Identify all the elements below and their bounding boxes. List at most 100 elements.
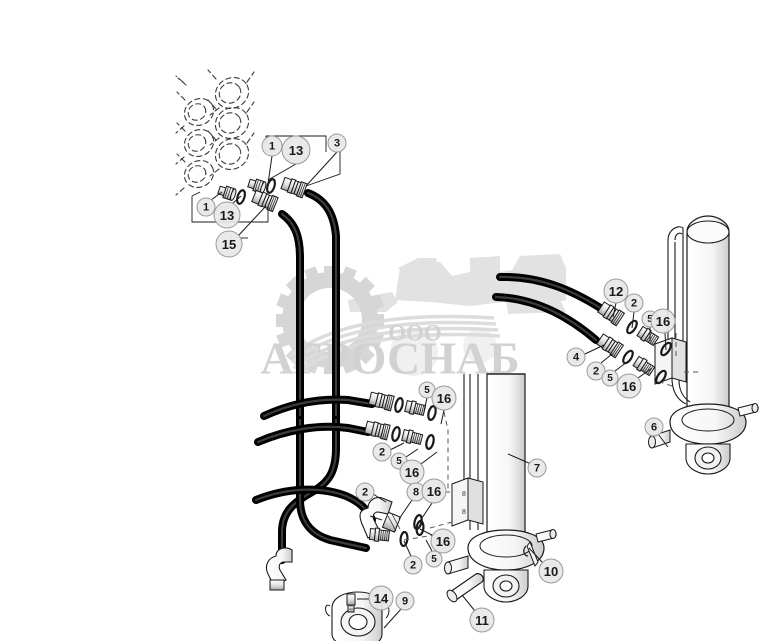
callout-bubble[interactable]	[431, 385, 457, 411]
callout-5[interactable]: 5	[601, 361, 628, 387]
oring-center-1	[392, 396, 406, 414]
callout-bubble[interactable]	[403, 555, 423, 575]
callout-3[interactable]: 3	[305, 133, 347, 187]
callout-bubble[interactable]	[616, 373, 642, 399]
svg-text:8: 8	[462, 491, 466, 498]
callout-13[interactable]: 13	[267, 135, 311, 181]
callout-bubble[interactable]	[421, 478, 447, 504]
callout-16[interactable]: 16	[399, 451, 438, 485]
assembly-dash-right	[653, 330, 700, 387]
callout-leader-line	[420, 451, 438, 465]
callout-label: 5	[431, 554, 437, 565]
callout-label: 16	[437, 391, 451, 406]
callout-leader-line	[267, 163, 297, 181]
callout-7[interactable]: 7	[507, 453, 547, 478]
callout-16[interactable]: 16	[419, 478, 447, 522]
callout-bubble[interactable]	[538, 558, 564, 584]
callout-label: 12	[609, 284, 623, 299]
callout-4[interactable]: 4	[566, 344, 605, 367]
callout-leader-line	[389, 442, 405, 451]
callout-1[interactable]: 1	[196, 191, 223, 217]
callout-15[interactable]: 15	[215, 205, 267, 258]
callout-leader-line	[528, 547, 544, 564]
callout-5[interactable]: 5	[425, 539, 443, 568]
callout-8[interactable]: 8	[398, 482, 426, 520]
fitting-center-2	[363, 419, 391, 441]
callout-bubble[interactable]	[213, 201, 241, 229]
callout-label: 15	[222, 237, 236, 252]
callout-1[interactable]: 1	[261, 135, 283, 185]
callout-label: 2	[379, 447, 385, 459]
callout-13[interactable]: 13	[213, 195, 242, 229]
callout-9[interactable]: 9	[383, 591, 415, 629]
callout-2[interactable]: 2	[586, 353, 613, 381]
callout-bubble[interactable]	[527, 458, 547, 478]
callout-12[interactable]: 12	[603, 278, 629, 318]
oring-part-2c	[389, 425, 403, 443]
callout-16[interactable]: 16	[616, 367, 653, 399]
callout-bubble[interactable]	[395, 591, 415, 611]
callout-label: 14	[374, 591, 389, 606]
callout-bubble[interactable]	[644, 417, 664, 437]
hose-fitting-part-15	[250, 188, 279, 213]
callout-2[interactable]: 2	[403, 540, 423, 575]
callout-label: 5	[396, 456, 402, 467]
callout-bubble[interactable]	[196, 197, 216, 217]
callout-bubble[interactable]	[425, 550, 443, 568]
callout-2[interactable]: 2	[355, 482, 387, 503]
callout-bubble[interactable]	[601, 369, 619, 387]
callout-bubble[interactable]	[372, 442, 392, 462]
callout-leader-line	[637, 367, 653, 379]
callout-leader-line	[664, 332, 667, 351]
callout-leader-line	[419, 502, 433, 522]
callout-leader-line	[440, 409, 445, 425]
callout-label: 16	[405, 465, 419, 480]
callout-6[interactable]: 6	[644, 417, 669, 448]
callout-leader-line	[383, 608, 402, 629]
callout-bubble[interactable]	[469, 607, 495, 633]
callout-bubble[interactable]	[624, 293, 644, 313]
elbow-assembly-lower	[368, 515, 426, 548]
callout-leader-line	[600, 353, 613, 364]
retaining-rod-part-10	[523, 540, 539, 568]
oring-part-2b	[620, 348, 636, 366]
callout-2[interactable]: 2	[372, 442, 405, 462]
callout-bubble[interactable]	[215, 230, 243, 258]
hydraulic-hose-right-b	[492, 293, 600, 344]
callout-bubble[interactable]	[355, 482, 375, 502]
elbow-assembly-part-8	[359, 496, 425, 539]
oring-part-13b	[234, 188, 248, 206]
callout-10[interactable]: 10	[528, 547, 564, 584]
callout-16[interactable]: 16	[419, 528, 456, 554]
callout-label: 11	[475, 613, 489, 628]
callout-label: 5	[647, 314, 653, 325]
callout-16[interactable]: 16	[650, 308, 676, 351]
callout-14[interactable]: 14	[357, 585, 394, 611]
adapter-part-5d	[400, 428, 424, 447]
callout-bubble[interactable]	[261, 135, 283, 157]
callout-leader-line	[584, 344, 605, 355]
callout-leader-line	[372, 493, 387, 503]
callout-leader-line	[657, 433, 669, 448]
callout-leader-line	[631, 311, 635, 329]
hydraulic-cylinder-center: 8 8	[444, 373, 557, 603]
callout-label: 3	[334, 138, 340, 150]
callout-label: 16	[622, 379, 636, 394]
callout-bubble[interactable]	[603, 278, 629, 304]
callout-bubble[interactable]	[368, 585, 394, 611]
callout-11[interactable]: 11	[461, 594, 495, 633]
callout-bubble[interactable]	[566, 347, 586, 367]
callout-16[interactable]: 16	[431, 385, 457, 425]
watermark-logo: ООО АГРОСНАБ	[260, 254, 566, 384]
callout-bubble[interactable]	[430, 528, 456, 554]
callout-bubble[interactable]	[327, 133, 347, 153]
callout-leader-line	[419, 528, 435, 537]
mounting-flange	[325, 591, 390, 641]
callout-bubble[interactable]	[281, 135, 311, 165]
callout-bubble[interactable]	[586, 361, 606, 381]
callout-leader-line	[461, 594, 476, 612]
callout-bubble[interactable]	[650, 308, 676, 334]
callout-2[interactable]: 2	[624, 293, 644, 329]
hydraulic-hose-center-b	[296, 416, 370, 552]
